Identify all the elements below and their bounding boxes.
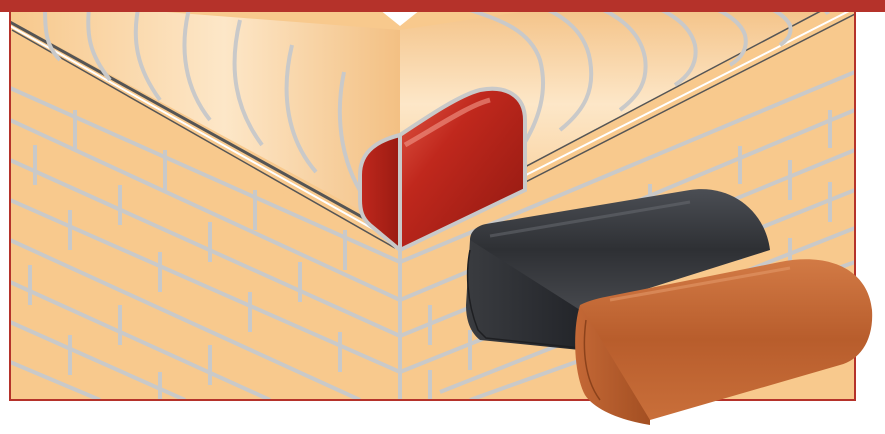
top-banner bbox=[0, 0, 885, 12]
